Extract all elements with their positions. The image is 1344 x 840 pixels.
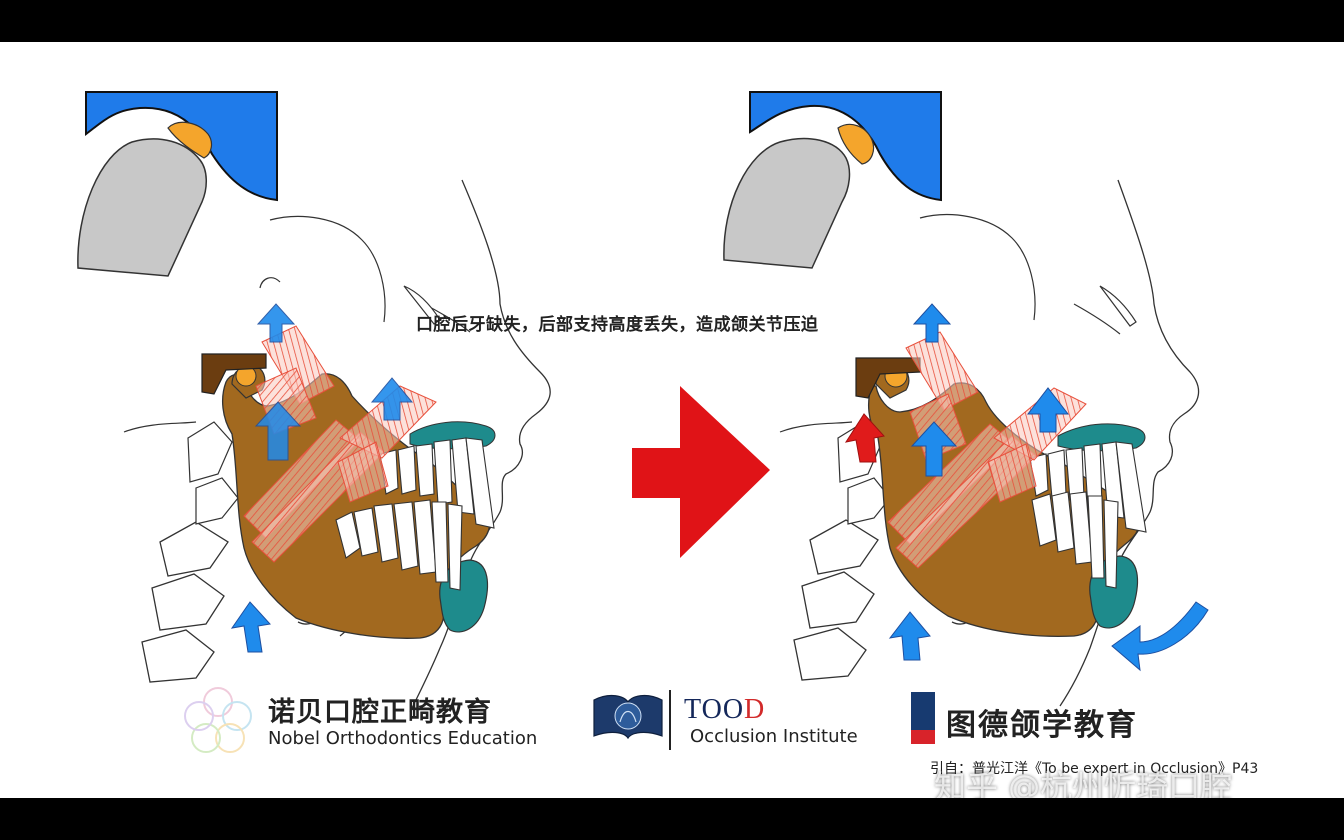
flower-logo-icon (184, 687, 252, 753)
citation-text: 引自：普光江洋《To be expert in Occlusion》P43 (930, 761, 1259, 777)
tude-logo-mark (911, 692, 935, 744)
tmj-diagram (77, 91, 1209, 753)
tude-logo-name: 图德颌学教育 (946, 708, 1138, 743)
tood-logo-subtitle: Occlusion Institute (690, 726, 858, 747)
big-right-arrow-icon (632, 386, 770, 558)
right-head-diagram (779, 179, 1209, 707)
slide-canvas: 口腔后牙缺失，后部支持高度丢失，造成颌关节压迫 诺贝口腔正畸教育 Nobel O… (0, 42, 1344, 798)
right-joint-inset (723, 91, 942, 269)
tood-name-main: TOO (684, 694, 745, 725)
left-head-diagram (123, 179, 551, 713)
nobel-logo-english: Nobel Orthodontics Education (268, 728, 538, 749)
tood-logo-name: TOOD (684, 694, 765, 726)
slide-caption: 口腔后牙缺失，后部支持高度丢失，造成颌关节压迫 (416, 315, 819, 335)
left-joint-inset (77, 91, 278, 277)
tood-divider (669, 690, 671, 750)
nobel-logo-chinese: 诺贝口腔正畸教育 (268, 697, 492, 728)
tood-name-accent: D (744, 694, 766, 725)
zhihu-watermark: 知乎 @杭州忻琦口腔 (934, 768, 1233, 798)
book-crest-icon (593, 694, 663, 740)
